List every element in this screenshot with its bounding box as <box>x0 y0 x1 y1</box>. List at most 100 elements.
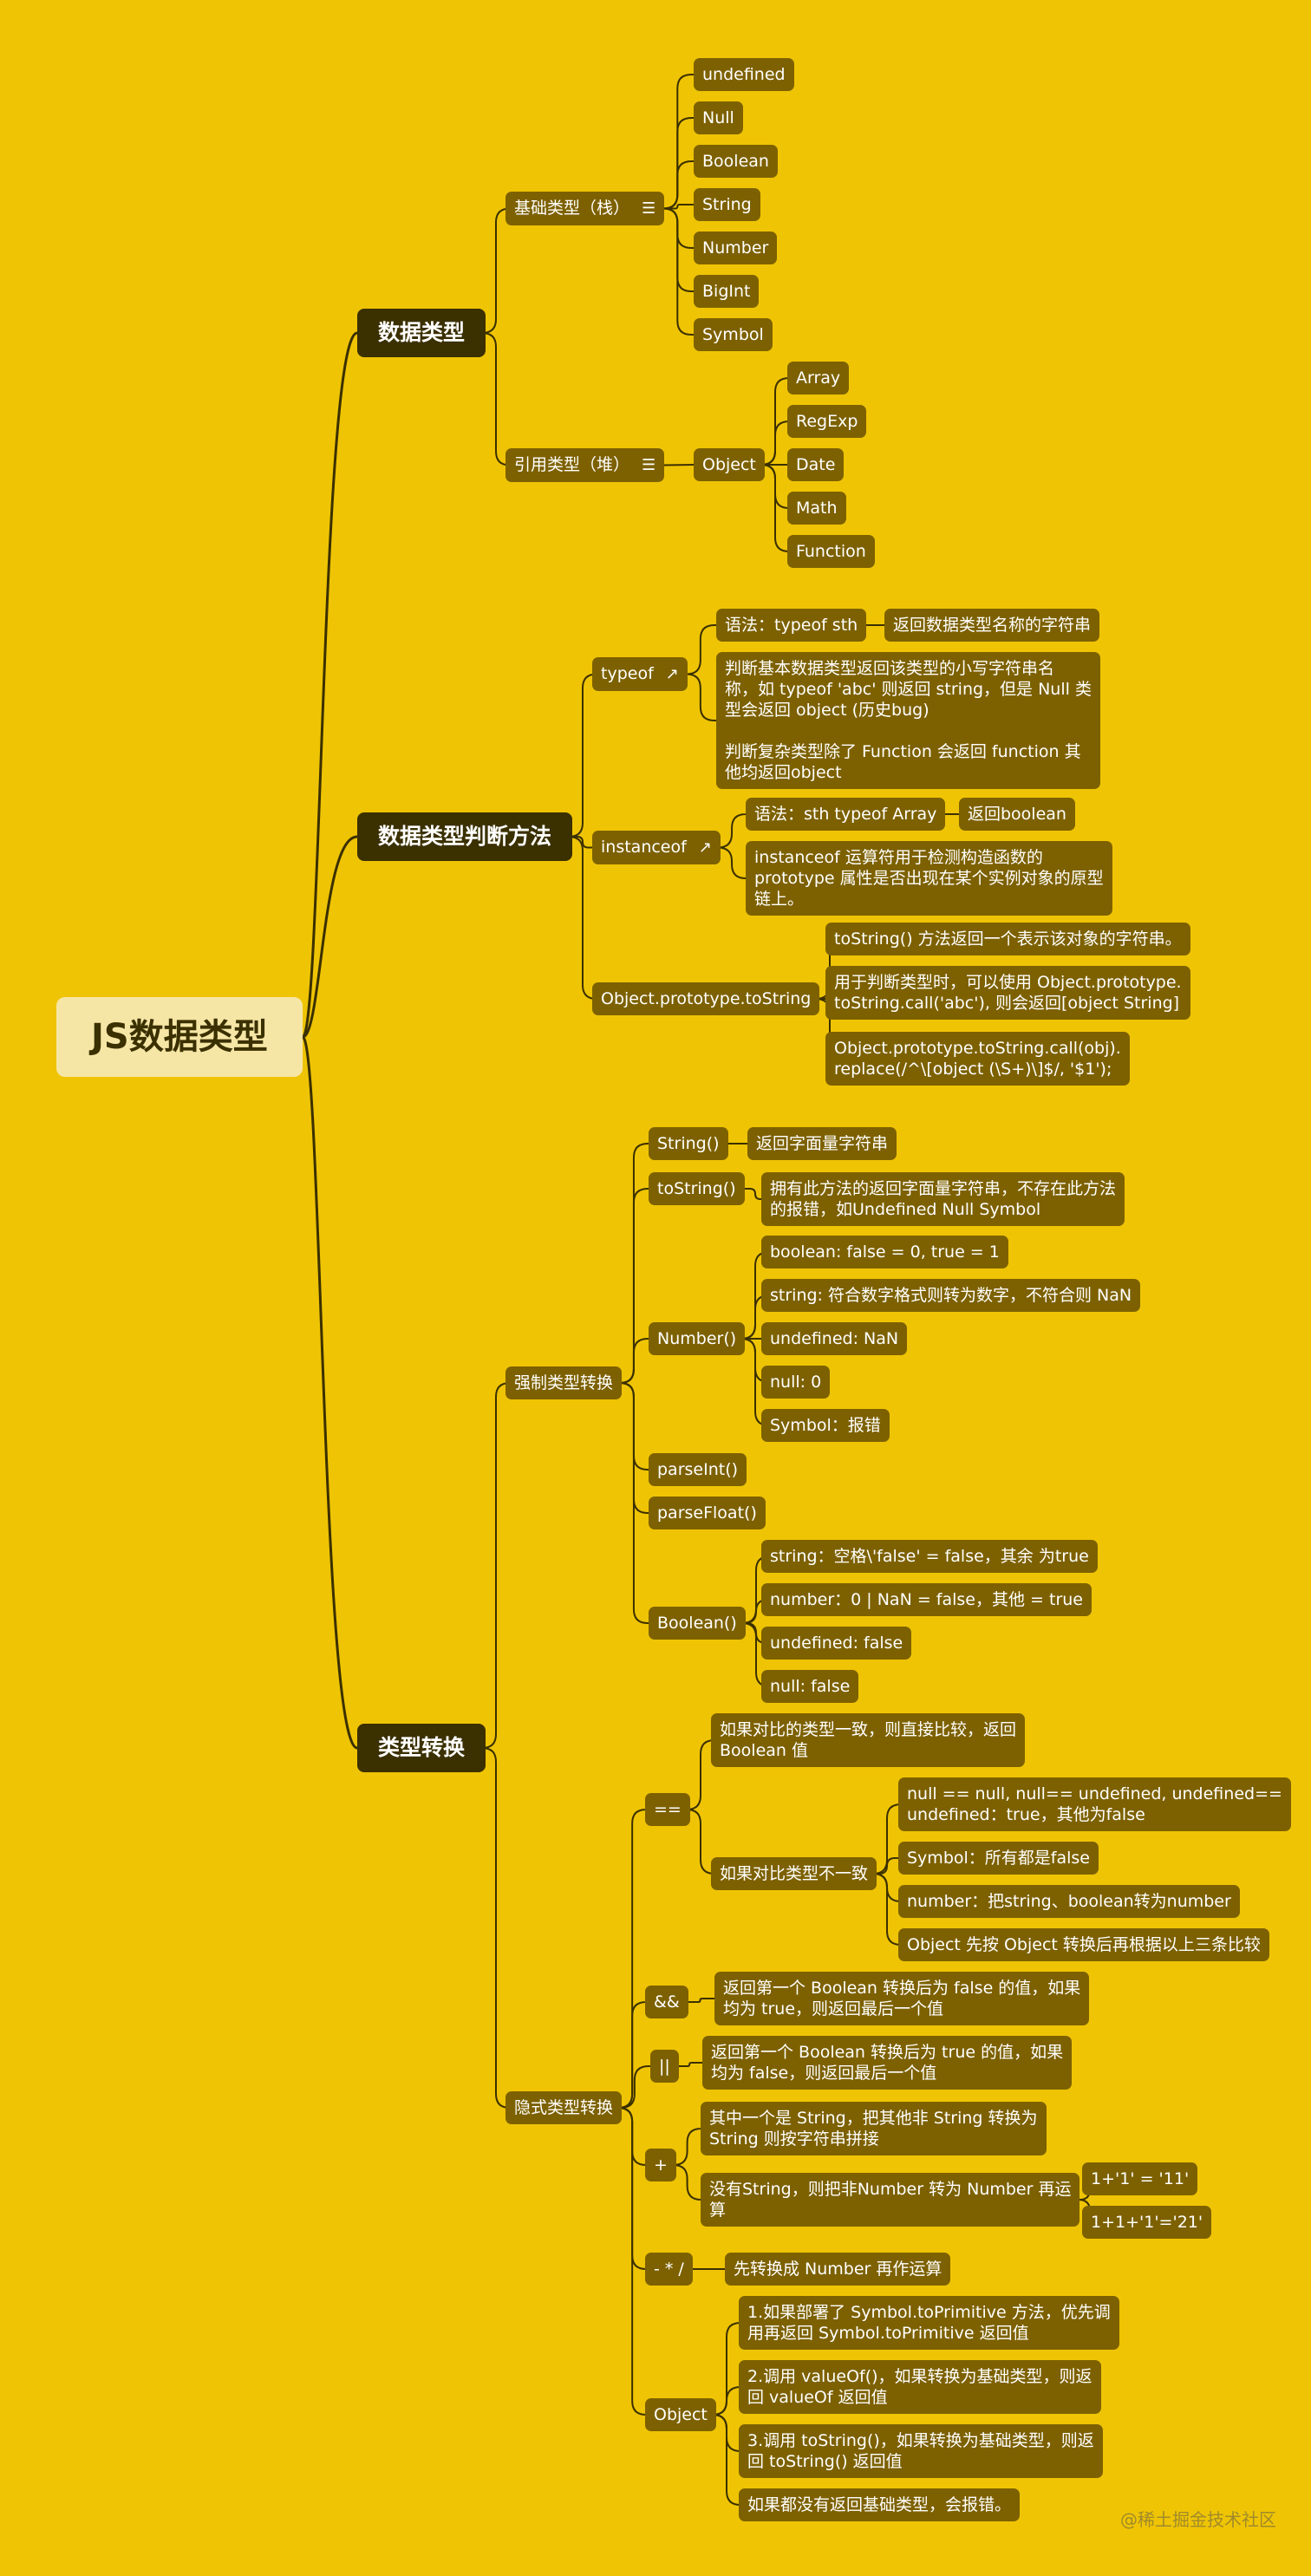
node-i1a[interactable]: 返回boolean <box>959 798 1075 831</box>
connector-objc2 <box>712 2386 741 2416</box>
node-f3[interactable]: Number() <box>649 1322 746 1355</box>
node-plus2a[interactable]: 1+'1' = '11' <box>1082 2162 1198 2195</box>
connector-i1 <box>718 813 747 849</box>
node-plus2b[interactable]: 1+1+'1'='21' <box>1082 2206 1212 2239</box>
connector-f3 <box>619 1338 649 1384</box>
node-objc3[interactable]: 3.调用 toString()，如果转换为基础类型，则返 回 toString(… <box>739 2424 1103 2478</box>
node-t2[interactable]: 判断基本数据类型返回该类型的小写字符串名 称，如 typeof 'abc' 则返… <box>716 652 1100 789</box>
node-o1[interactable]: Array <box>787 362 850 395</box>
node-plus2[interactable]: 没有String，则把非Number 转为 Number 再运 算 <box>701 2173 1080 2227</box>
node-o3[interactable]: Date <box>787 448 845 481</box>
node-b4[interactable]: String <box>694 188 760 221</box>
node-f2[interactable]: toString() <box>649 1172 745 1205</box>
node-eq2b[interactable]: Symbol：所有都是false <box>898 1842 1099 1875</box>
node-conv[interactable]: 类型转换 <box>357 1724 486 1772</box>
node-instanceof[interactable]: instanceof↗ <box>592 831 721 864</box>
connector-basic <box>481 207 511 334</box>
node-eq[interactable]: == <box>645 1793 690 1826</box>
external-link-icon[interactable]: ↗ <box>665 665 679 683</box>
node-obj[interactable]: Object <box>694 448 765 481</box>
node-f3d[interactable]: null: 0 <box>761 1366 831 1399</box>
node-b6[interactable]: BigInt <box>694 275 760 308</box>
node-f5[interactable]: parseFloat() <box>649 1497 766 1529</box>
connector-data-types <box>301 331 358 1039</box>
node-f6[interactable]: Boolean() <box>649 1607 746 1640</box>
node-objc[interactable]: Object <box>645 2398 716 2431</box>
connector-o5 <box>760 464 790 552</box>
node-eq2d[interactable]: Object 先按 Object 转换后再根据以上三条比较 <box>898 1928 1269 1961</box>
node-b5[interactable]: Number <box>694 232 778 264</box>
node-eq1[interactable]: 如果对比的类型一致，则直接比较，返回 Boolean 值 <box>711 1713 1026 1767</box>
connector-eq2b <box>877 1857 898 1875</box>
node-data-types[interactable]: 数据类型 <box>357 309 486 357</box>
node-f6a[interactable]: string：空格\'false' = false，其余 为true <box>761 1540 1098 1573</box>
node-objc4[interactable]: 如果都没有返回基础类型，会报错。 <box>739 2488 1021 2521</box>
node-b1[interactable]: undefined <box>694 58 794 91</box>
node-b2[interactable]: Null <box>694 101 743 134</box>
connector-plus2 <box>673 2164 701 2201</box>
node-i2[interactable]: instanceof 运算符用于检测构造函数的 prototype 属性是否出现… <box>746 841 1112 916</box>
node-plus1[interactable]: 其中一个是 String，把其他非 String 转换为 String 则按字符… <box>701 2102 1047 2155</box>
node-judge[interactable]: 数据类型判断方法 <box>357 812 573 861</box>
node-f6b[interactable]: number：0 | NaN = false，其他 = true <box>761 1583 1092 1616</box>
node-f1a[interactable]: 返回字面量字符串 <box>747 1127 897 1160</box>
connector-instanceof <box>572 836 592 849</box>
connector-force <box>481 1382 511 1749</box>
external-link-icon[interactable]: ↗ <box>698 838 712 857</box>
node-f4[interactable]: parseInt() <box>649 1453 747 1486</box>
node-plus[interactable]: + <box>645 2149 676 2181</box>
node-f3c[interactable]: undefined: NaN <box>761 1322 908 1355</box>
connector-conv <box>301 1035 358 1750</box>
connector-t2 <box>686 673 716 721</box>
node-and[interactable]: && <box>645 1986 688 2018</box>
node-otostr[interactable]: Object.prototype.toString <box>592 982 820 1015</box>
node-and1[interactable]: 返回第一个 Boolean 转换后为 false 的值，如果 均为 true，则… <box>714 1972 1090 2025</box>
node-implicit[interactable]: 隐式类型转换 <box>505 2091 623 2124</box>
node-or[interactable]: || <box>650 2050 679 2083</box>
node-typeof[interactable]: typeof↗ <box>592 657 688 691</box>
node-o4[interactable]: Math <box>787 492 846 525</box>
connector-b1 <box>663 74 694 210</box>
node-f3a[interactable]: boolean: false = 0, true = 1 <box>761 1236 1008 1268</box>
notes-icon[interactable]: ☰ <box>642 199 656 218</box>
node-force[interactable]: 强制类型转换 <box>505 1366 623 1399</box>
node-i1[interactable]: 语法：sth typeof Array <box>746 798 946 831</box>
connector-eq2d <box>872 1873 902 1946</box>
node-s1[interactable]: toString() 方法返回一个表示该对象的字符串。 <box>825 923 1190 955</box>
node-f2a[interactable]: 拥有此方法的返回字面量字符串，不存在此方法 的报错，如Undefined Nul… <box>761 1172 1125 1226</box>
connector-plus1 <box>673 2128 701 2166</box>
node-b7[interactable]: Symbol <box>694 318 773 351</box>
node-eq2[interactable]: 如果对比类型不一致 <box>711 1857 877 1890</box>
node-f3b[interactable]: string: 符合数字格式则转为数字，不符合则 NaN <box>761 1279 1141 1312</box>
connector-b7 <box>663 207 694 336</box>
node-arith[interactable]: - * / <box>645 2253 693 2286</box>
node-basic[interactable]: 基础类型（栈）☰ <box>505 192 665 225</box>
node-objc2[interactable]: 2.调用 valueOf()，如果转换为基础类型，则返 回 valueOf 返回… <box>739 2360 1101 2414</box>
node-t1[interactable]: 语法：typeof sth <box>716 609 867 642</box>
node-s3[interactable]: Object.prototype.toString.call(obj). rep… <box>825 1032 1130 1086</box>
node-f6c[interactable]: undefined: false <box>761 1627 912 1660</box>
node-o5[interactable]: Function <box>787 535 875 568</box>
node-ref[interactable]: 引用类型（堆）☰ <box>505 448 665 482</box>
connector-implicit <box>481 1747 511 2109</box>
node-f6d[interactable]: null: false <box>761 1670 859 1703</box>
node-f1[interactable]: String() <box>649 1127 728 1160</box>
node-arith1[interactable]: 先转换成 Number 再作运算 <box>725 2253 951 2286</box>
node-s2[interactable]: 用于判断类型时，可以使用 Object.prototype. toString.… <box>825 966 1190 1020</box>
node-objc1[interactable]: 1.如果部署了 Symbol.toPrimitive 方法，优先调 用再返回 S… <box>739 2296 1119 2350</box>
node-t1a[interactable]: 返回数据类型名称的字符串 <box>884 609 1100 642</box>
connector-b6 <box>663 207 694 292</box>
connector-or <box>620 2065 650 2109</box>
node-eq2a[interactable]: null == null, null== undefined, undefine… <box>898 1777 1291 1831</box>
connector-objc4 <box>712 2414 741 2506</box>
node-o2[interactable]: RegExp <box>787 405 867 438</box>
root-node[interactable]: JS数据类型 <box>56 997 303 1077</box>
node-f3e[interactable]: Symbol：报错 <box>761 1409 890 1442</box>
node-eq2c[interactable]: number：把string、boolean转为number <box>898 1885 1240 1918</box>
connector-judge <box>302 835 358 1039</box>
connector-ref <box>481 332 511 466</box>
notes-icon[interactable]: ☰ <box>642 456 656 474</box>
node-or1[interactable]: 返回第一个 Boolean 转换后为 true 的值，如果 均为 false，则… <box>702 2036 1073 2090</box>
node-b3[interactable]: Boolean <box>694 145 778 178</box>
